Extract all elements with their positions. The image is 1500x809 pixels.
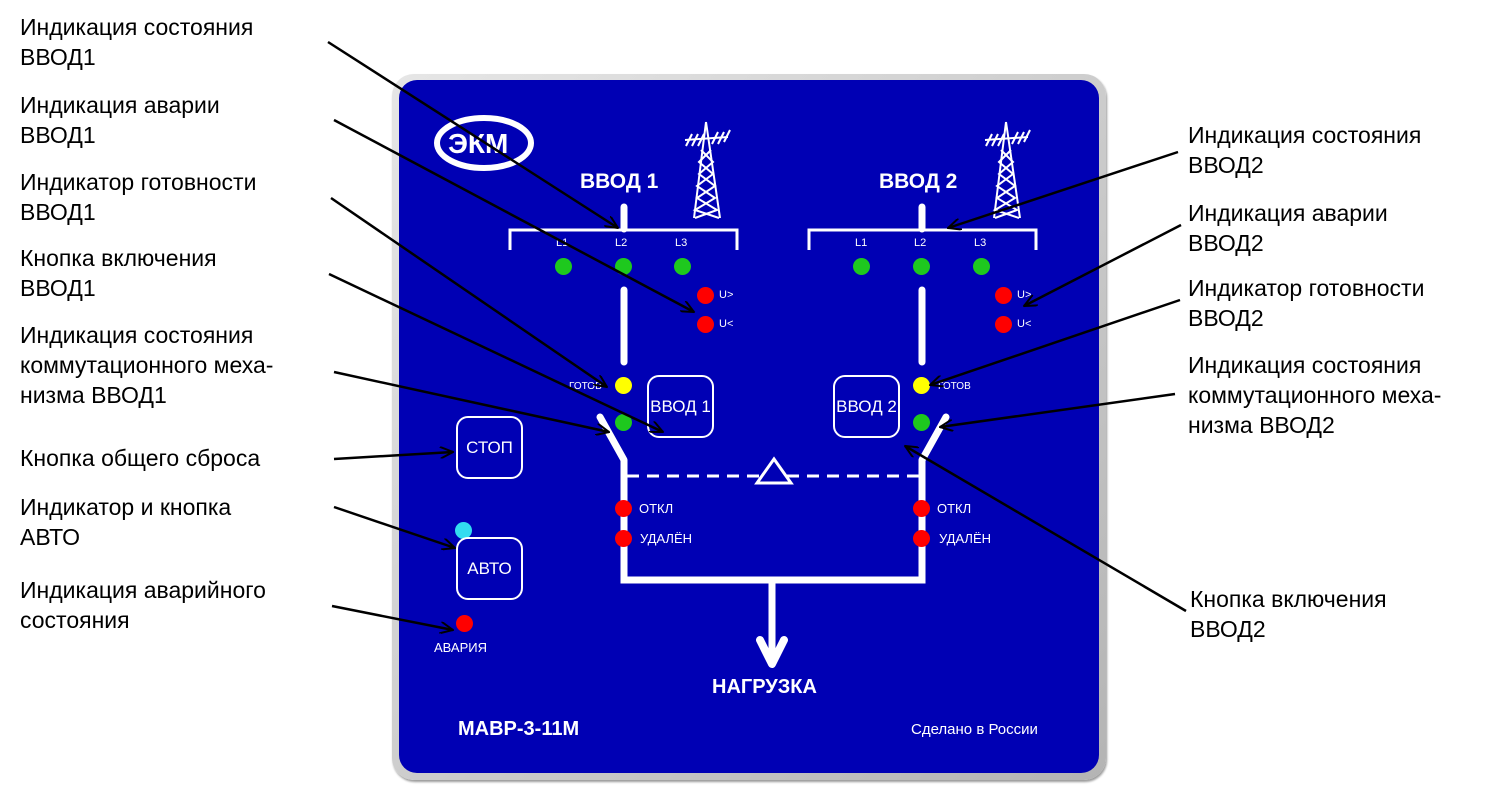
input2-remote-led xyxy=(913,530,930,547)
callout-input2-button: Кнопка включения ВВОД2 xyxy=(1190,586,1387,642)
auto-led xyxy=(455,522,472,539)
input1-overvoltage-led xyxy=(697,287,714,304)
logo-text: ЭКМ xyxy=(448,128,509,159)
callout-input1-button: Кнопка включения ВВОД1 xyxy=(20,245,217,301)
input2-undervoltage-led xyxy=(995,316,1012,333)
auto-button[interactable]: АВТО xyxy=(456,537,523,600)
input1-phase-l3-led xyxy=(674,258,691,275)
input2-switch-state-led xyxy=(913,414,930,431)
input1-ready-label: ГОТОВ xyxy=(569,381,602,392)
input2-off-label: ОТКЛ xyxy=(937,501,972,516)
input2-overvoltage-led xyxy=(995,287,1012,304)
callout-auto: Индикатор и кнопка АВТО xyxy=(20,494,232,550)
callout-input1-ready: Индикатор готовности ВВОД1 xyxy=(20,169,257,225)
input1-phase-label-l3: L3 xyxy=(675,237,688,249)
input1-off-led xyxy=(615,500,632,517)
input1-undervoltage-label: U< xyxy=(719,318,734,330)
callout-reset-button: Кнопка общего сброса xyxy=(20,445,261,471)
input2-phase-label-l3: L3 xyxy=(974,237,987,249)
callout-input2-state: Индикация состояния ВВОД2 xyxy=(1188,122,1422,178)
callout-input1-state: Индикация состояния ВВОД1 xyxy=(20,14,254,70)
input1-remote-label: УДАЛЁН xyxy=(640,531,693,546)
input2-phase-l3-led xyxy=(973,258,990,275)
callout-input2-switch-state: Индикация состояния коммутационного меха… xyxy=(1188,352,1442,438)
input1-ready-led xyxy=(615,377,632,394)
callout-input2-ready: Индикатор готовности ВВОД2 xyxy=(1188,275,1425,331)
input1-undervoltage-led xyxy=(697,316,714,333)
callout-alarm-state: Индикация аварийного состояния xyxy=(20,577,266,633)
input2-undervoltage-label: U< xyxy=(1017,318,1032,330)
input1-on-button[interactable]: ВВОД 1 xyxy=(647,375,714,438)
input1-title: ВВОД 1 xyxy=(580,170,659,193)
input2-overvoltage-label: U> xyxy=(1017,289,1032,301)
input2-off-led xyxy=(913,500,930,517)
input1-overvoltage-label: U> xyxy=(719,289,734,301)
input1-remote-led xyxy=(615,530,632,547)
callout-input1-switch-state: Индикация состояния коммутационного меха… xyxy=(20,322,274,408)
input1-phase-l1-led xyxy=(555,258,572,275)
input2-ready-label: ГОТОВ xyxy=(938,381,971,392)
load-label: НАГРУЗКА xyxy=(712,676,817,698)
alarm-led xyxy=(456,615,473,632)
input2-phase-label-l1: L1 xyxy=(855,237,868,249)
made-in-label: Сделано в России xyxy=(911,721,1038,738)
input2-on-button[interactable]: ВВОД 2 xyxy=(833,375,900,438)
input1-phase-label-l1: L1 xyxy=(556,237,569,249)
stop-reset-button[interactable]: СТОП xyxy=(456,416,523,479)
input1-off-label: ОТКЛ xyxy=(639,501,674,516)
input2-title: ВВОД 2 xyxy=(879,170,958,193)
input1-phase-label-l2: L2 xyxy=(615,237,628,249)
input2-phase-l2-led xyxy=(913,258,930,275)
model-name: МАВР-3-11М xyxy=(458,718,580,740)
input1-phase-l2-led xyxy=(615,258,632,275)
input2-phase-l1-led xyxy=(853,258,870,275)
callout-input2-fault: Индикация аварии ВВОД2 xyxy=(1188,200,1388,256)
input2-phase-label-l2: L2 xyxy=(914,237,927,249)
input1-switch-state-led xyxy=(615,414,632,431)
alarm-label: АВАРИЯ xyxy=(434,640,487,655)
input2-remote-label: УДАЛЁН xyxy=(939,531,992,546)
input2-ready-led xyxy=(913,377,930,394)
callout-input1-fault: Индикация аварии ВВОД1 xyxy=(20,92,220,148)
